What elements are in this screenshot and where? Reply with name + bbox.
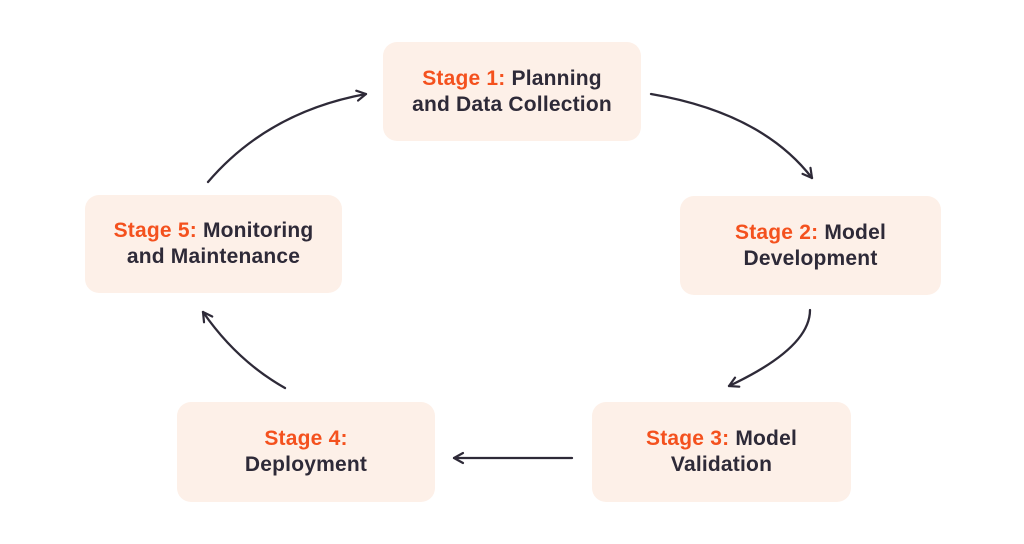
stage-1-box: Stage 1: Planning and Data Collection bbox=[383, 42, 641, 141]
stage-1-title-line2: and Data Collection bbox=[412, 92, 612, 116]
stage-4-box: Stage 4: Deployment bbox=[177, 402, 435, 502]
arrow-stage2-to-stage3 bbox=[727, 308, 812, 388]
arrow-stage1-to-stage2 bbox=[649, 92, 814, 180]
stage-5-box: Stage 5: Monitoring and Maintenance bbox=[85, 195, 342, 293]
arrow-stage4-to-stage5 bbox=[201, 310, 287, 390]
stage-5-prefix: Stage 5: bbox=[113, 219, 197, 242]
stage-1-title-line1: Stage 1: Planning bbox=[422, 66, 602, 92]
stage-4-title-line2: Deployment bbox=[244, 453, 368, 476]
stage-1-prefix: Stage 1: bbox=[422, 66, 506, 90]
stage-3-box: Stage 3: Model Validation bbox=[592, 402, 851, 502]
stage-2-title-line1: Stage 2: Model bbox=[735, 220, 886, 246]
stage-3-title-line2: Validation bbox=[670, 453, 773, 476]
stage-5-title-rest: Monitoring bbox=[202, 219, 314, 242]
stage-1-title-rest: Planning bbox=[511, 66, 602, 90]
stage-3-title-line1: Stage 3: Model bbox=[646, 426, 797, 452]
stage-2-box: Stage 2: Model Development bbox=[680, 196, 941, 295]
stage-2-title-line2: Development bbox=[743, 246, 878, 270]
stage-4-prefix: Stage 4: bbox=[264, 427, 348, 450]
arrow-stage5-to-stage1 bbox=[206, 89, 368, 184]
stage-3-title-rest: Model bbox=[735, 427, 797, 450]
stage-2-title-rest: Model bbox=[824, 220, 886, 244]
stage-3-prefix: Stage 3: bbox=[645, 427, 730, 450]
stage-2-prefix: Stage 2: bbox=[734, 220, 819, 244]
stage-5-title-line2: and Maintenance bbox=[126, 245, 301, 268]
stage-5-title-line1: Stage 5: Monitoring bbox=[114, 218, 314, 244]
stage-4-title-line1: Stage 4: bbox=[264, 426, 347, 452]
